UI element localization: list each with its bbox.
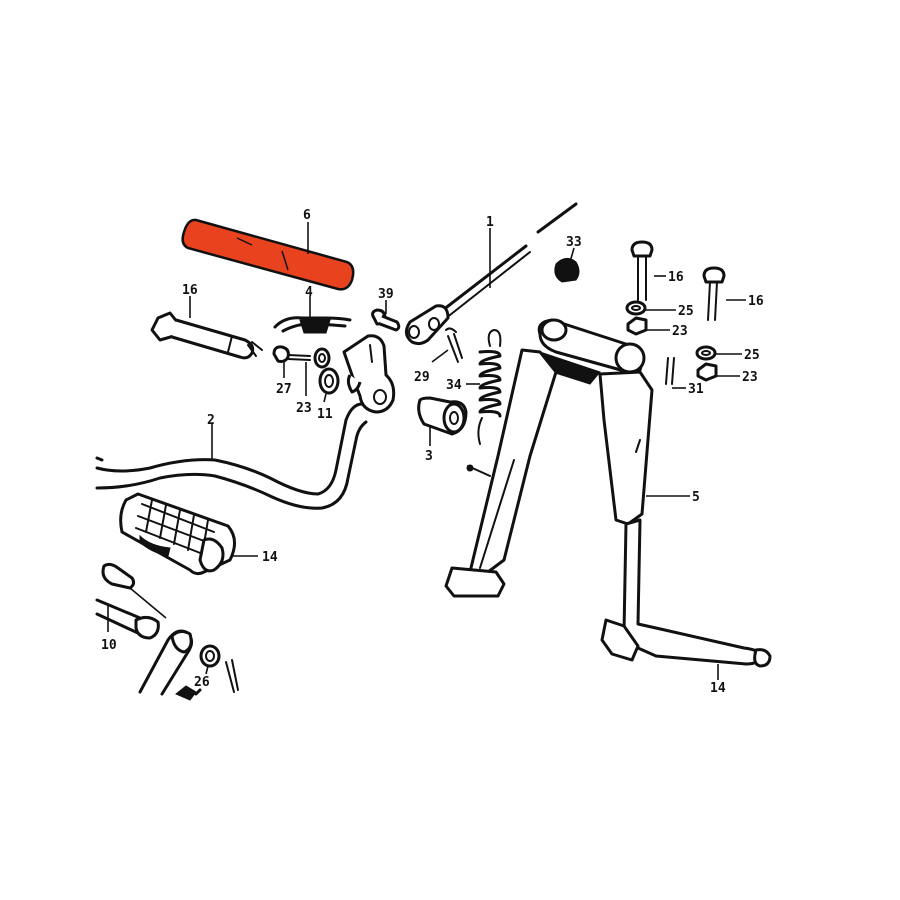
label-part-39: 39 xyxy=(378,287,394,302)
nut-part-23-right[interactable] xyxy=(696,362,718,382)
label-part-2: 2 xyxy=(207,413,215,428)
label-part-10: 10 xyxy=(101,638,117,653)
label-part-14-right: 14 xyxy=(710,681,726,696)
bolt-part-16-right[interactable] xyxy=(702,266,726,321)
washer-part-26[interactable] xyxy=(199,644,221,668)
label-part-29: 29 xyxy=(414,370,430,385)
rod-part-10[interactable] xyxy=(95,562,160,640)
label-part-6: 6 xyxy=(303,208,311,223)
leader-lines xyxy=(107,222,746,680)
label-part-14-left: 14 xyxy=(262,550,278,565)
bolt-part-16-left[interactable] xyxy=(150,311,263,360)
label-part-27: 27 xyxy=(276,382,292,397)
part-labels: 6 4 16 39 1 33 16 16 25 23 25 23 31 29 3… xyxy=(101,208,764,696)
washer-part-11[interactable] xyxy=(318,367,340,395)
bolt-part-16-upper[interactable] xyxy=(630,240,654,301)
pivot-shaft-part-6[interactable] xyxy=(181,218,355,291)
brake-rod-part-1[interactable] xyxy=(405,202,578,346)
label-part-5: 5 xyxy=(692,490,700,505)
label-part-1: 1 xyxy=(486,215,494,230)
cotter-pin-part-29[interactable] xyxy=(445,327,463,363)
label-part-33: 33 xyxy=(566,235,582,250)
label-part-23-left: 23 xyxy=(296,401,312,416)
cotter-pin-lower-left[interactable] xyxy=(225,659,239,693)
nut-part-23-upper[interactable] xyxy=(626,316,648,336)
bolt-part-27[interactable] xyxy=(272,345,311,363)
bushing-part-3[interactable] xyxy=(417,396,468,436)
washer-part-25-upper[interactable] xyxy=(625,300,647,316)
cotter-pin-part-31[interactable] xyxy=(665,357,675,385)
cap-nut-part-33[interactable] xyxy=(554,258,580,283)
pin-part-39[interactable] xyxy=(371,308,401,332)
label-part-11: 11 xyxy=(317,407,333,422)
washer-part-23-left[interactable] xyxy=(313,347,331,369)
label-part-16-left: 16 xyxy=(182,283,198,298)
label-part-25-right: 25 xyxy=(744,348,760,363)
lever-arm-part-2[interactable] xyxy=(95,402,368,510)
label-part-3: 3 xyxy=(425,449,433,464)
foot-rubber-part-14[interactable] xyxy=(119,492,236,576)
label-part-4: 4 xyxy=(305,285,313,300)
label-part-23-upper: 23 xyxy=(672,324,688,339)
spring-clip-part-4[interactable] xyxy=(273,316,352,334)
label-part-16-right: 16 xyxy=(748,294,764,309)
return-spring-part-34[interactable] xyxy=(477,329,502,445)
main-stand-part-5[interactable] xyxy=(444,318,772,668)
label-part-16-upper: 16 xyxy=(668,270,684,285)
lever-bracket[interactable] xyxy=(342,334,396,414)
label-part-25-upper: 25 xyxy=(678,304,694,319)
label-part-23-right: 23 xyxy=(742,370,758,385)
label-part-34: 34 xyxy=(446,378,462,393)
label-part-31: 31 xyxy=(688,382,704,397)
washer-part-25-right[interactable] xyxy=(695,345,717,361)
label-part-26: 26 xyxy=(194,675,210,690)
pedal-linkage-fragment[interactable] xyxy=(138,629,202,701)
